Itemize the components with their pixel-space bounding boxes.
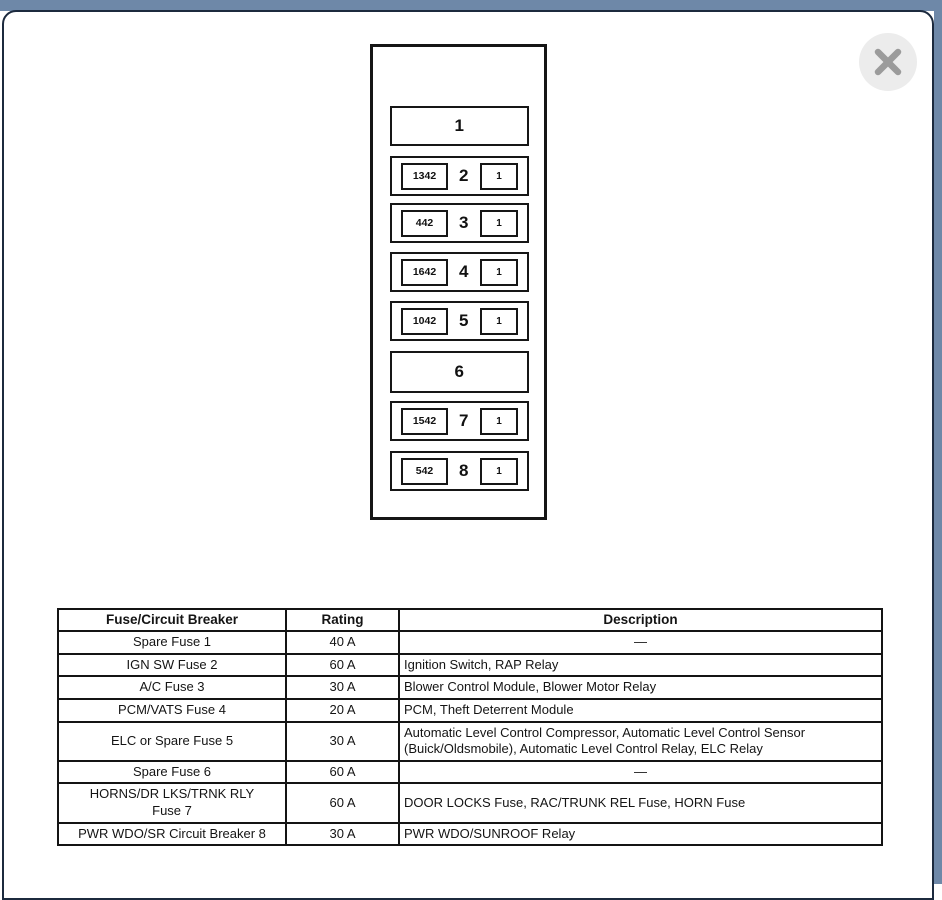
fuse-description-cell: Ignition Switch, RAP Relay xyxy=(398,652,883,678)
fuse-rating-cell: 40 A xyxy=(285,630,400,655)
circuit-number-box: 1342 xyxy=(401,162,448,190)
slot-number: 5 xyxy=(459,311,469,330)
slot-number: 8 xyxy=(459,461,469,480)
backdrop-top-band xyxy=(0,0,942,11)
header-fuse-circuit-breaker: Fuse/Circuit Breaker xyxy=(57,608,287,632)
fuse-description-cell: PCM, Theft Deterrent Module xyxy=(398,697,883,723)
circuit-number-box: 1542 xyxy=(401,407,448,435)
fuse-name-cell: IGN SW Fuse 2 xyxy=(57,652,287,678)
slot-number: 6 xyxy=(454,362,465,381)
fuse-name-cell: Spare Fuse 1 xyxy=(57,630,287,655)
fuse-rating-cell: 30 A xyxy=(285,675,400,700)
backdrop-right-band xyxy=(934,0,942,884)
cavity-number-box: 1 xyxy=(480,307,518,335)
fuse-table-container: Fuse/Circuit Breaker Rating Description … xyxy=(57,608,883,847)
circuit-number-box: 442 xyxy=(401,209,448,237)
slot-number: 1 xyxy=(454,116,465,135)
fuse-table-header-row: Fuse/Circuit Breaker Rating Description xyxy=(57,608,883,632)
cavity-number-box: 1 xyxy=(480,457,518,485)
fuse-rating-cell: 30 A xyxy=(285,720,400,762)
fuse-rating-cell: 20 A xyxy=(285,697,400,723)
slot-number: 4 xyxy=(459,262,469,281)
fuse-description-cell: Automatic Level Control Compressor, Auto… xyxy=(398,720,883,762)
header-description: Description xyxy=(398,608,883,632)
fuse-rating-cell: 60 A xyxy=(285,782,400,824)
fuse-description-cell: PWR WDO/SUNROOF Relay xyxy=(398,821,883,847)
fuse-slot-1: 1 xyxy=(390,106,529,146)
slot-number: 2 xyxy=(459,166,469,185)
cavity-number-box: 1 xyxy=(480,258,518,286)
fuse-rating-cell: 60 A xyxy=(285,759,400,785)
fuse-table: Fuse/Circuit Breaker Rating Description … xyxy=(57,608,883,847)
fuse-rating-cell: 30 A xyxy=(285,821,400,847)
fuse-name-cell: Spare Fuse 6 xyxy=(57,759,287,785)
circuit-number-box: 1642 xyxy=(401,258,448,286)
fuse-name-cell: A/C Fuse 3 xyxy=(57,675,287,700)
fuse-name-cell: ELC or Spare Fuse 5 xyxy=(57,720,287,762)
cavity-number-box: 1 xyxy=(480,209,518,237)
fuse-description-cell: DOOR LOCKS Fuse, RAC/TRUNK REL Fuse, HOR… xyxy=(398,782,883,824)
fuse-description-cell: — xyxy=(398,759,883,785)
slot-number: 7 xyxy=(459,411,469,430)
cavity-number-box: 1 xyxy=(480,407,518,435)
fuse-name-cell: PWR WDO/SR Circuit Breaker 8 xyxy=(57,821,287,847)
fuse-name-cell: PCM/VATS Fuse 4 xyxy=(57,697,287,723)
close-button[interactable] xyxy=(859,33,917,91)
slot-number: 3 xyxy=(459,213,469,232)
fuse-description-cell: — xyxy=(398,630,883,655)
circuit-number-box: 1042 xyxy=(401,307,448,335)
circuit-number-box: 542 xyxy=(401,457,448,485)
fuse-description-cell: Blower Control Module, Blower Motor Rela… xyxy=(398,675,883,700)
fuse-rating-cell: 60 A xyxy=(285,652,400,678)
cavity-number-box: 1 xyxy=(480,162,518,190)
close-icon xyxy=(874,48,902,76)
header-rating: Rating xyxy=(285,608,400,632)
fuse-slot-6: 6 xyxy=(390,351,529,393)
